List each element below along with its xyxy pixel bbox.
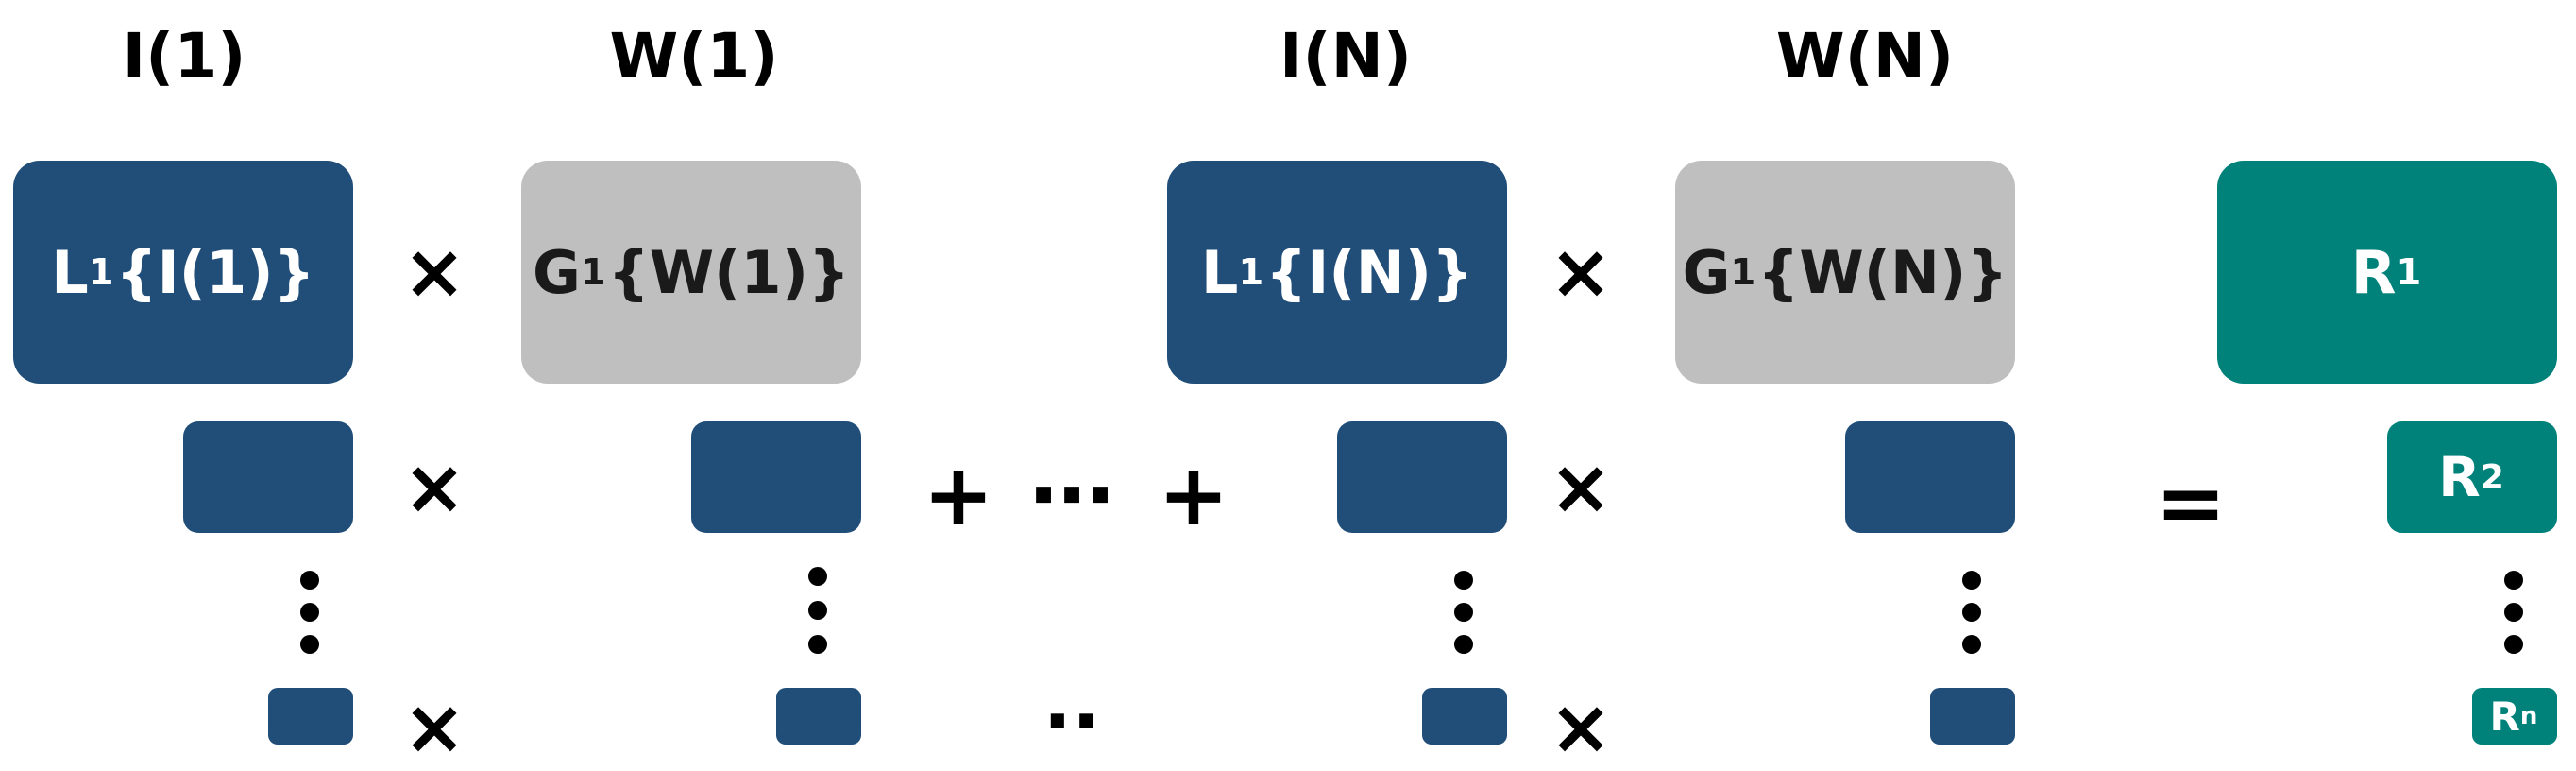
header-input-n: I(N)	[1279, 20, 1413, 93]
multiply-operator: ×	[402, 228, 466, 316]
block-symbol: G	[1682, 237, 1731, 307]
block-symbol: L	[51, 237, 89, 307]
equals-operator: =	[2155, 454, 2227, 553]
vertical-ellipsis-dot	[300, 603, 319, 622]
input-n-level-n-block	[1422, 688, 1507, 745]
result-symbol: R	[2438, 445, 2481, 509]
multiply-operator: ×	[1549, 683, 1613, 771]
header-weight-n: W(N)	[1775, 20, 1955, 93]
plus-operator: +	[1158, 446, 1229, 545]
vertical-ellipsis-dot	[1962, 603, 1981, 622]
vertical-ellipsis-dot	[1454, 603, 1473, 622]
weight-n-level-2-block	[1845, 421, 2015, 533]
input-1-level-2-block	[183, 421, 353, 533]
vertical-ellipsis-dot	[1454, 635, 1473, 654]
block-subscript: 1	[88, 250, 114, 294]
block-symbol: G	[532, 237, 581, 307]
block-symbol: L	[1200, 237, 1239, 307]
vertical-ellipsis-dot	[2504, 571, 2523, 590]
block-argument: {I(N)}	[1265, 237, 1474, 307]
vertical-ellipsis-dot	[1962, 635, 1981, 654]
multiply-operator: ×	[1549, 228, 1613, 316]
block-argument: {I(1)}	[115, 237, 315, 307]
result-symbol: R	[2350, 237, 2397, 307]
vertical-ellipsis-dot	[300, 571, 319, 590]
vertical-ellipsis-dot	[2504, 603, 2523, 622]
vertical-ellipsis-dot	[808, 567, 827, 586]
header-weight-1: W(1)	[609, 20, 779, 93]
vertical-ellipsis-dot	[300, 635, 319, 654]
weight-1-level-n-block	[776, 688, 861, 745]
block-subscript: 1	[580, 250, 606, 294]
vertical-ellipsis-dot	[808, 635, 827, 654]
plus-operator: +	[923, 446, 994, 545]
result-symbol: R	[2489, 693, 2520, 740]
result-subscript: 2	[2480, 457, 2504, 497]
weight-n-level-n-block	[1930, 688, 2015, 745]
block-subscript: 1	[1730, 250, 1756, 294]
input-1-level-n-block	[268, 688, 353, 745]
header-input-1: I(1)	[122, 20, 246, 93]
vertical-ellipsis-dot	[1962, 571, 1981, 590]
ellipsis-operator: ⋯	[1029, 446, 1114, 545]
block-argument: {W(1)}	[607, 237, 851, 307]
vertical-ellipsis-dot	[1454, 571, 1473, 590]
multiply-operator: ×	[402, 443, 466, 531]
multiply-operator: ×	[1549, 443, 1613, 531]
weight-1-level-2-block	[691, 421, 861, 533]
multiply-operator: ×	[402, 683, 466, 771]
input-n-level-2-block	[1337, 421, 1507, 533]
result-subscript: 1	[2396, 250, 2422, 294]
vertical-ellipsis-dot	[808, 601, 827, 620]
block-argument: {W(N)}	[1757, 237, 2008, 307]
result-subscript: n	[2519, 702, 2538, 730]
double-dot-operator: ··	[1042, 677, 1101, 765]
vertical-ellipsis-dot	[2504, 635, 2523, 654]
block-subscript: 1	[1238, 250, 1264, 294]
